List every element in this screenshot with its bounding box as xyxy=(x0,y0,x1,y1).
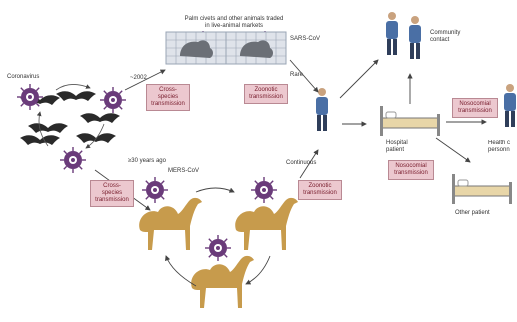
runner-icon xyxy=(386,12,398,55)
camel-icon xyxy=(139,197,202,250)
health-worker-icon xyxy=(504,84,516,127)
nosocomial-transmission-box: Nosocomial transmission xyxy=(452,98,498,118)
zoonotic-transmission-box: Zoonotic transmission xyxy=(244,84,288,104)
community-contact-label: Community contact xyxy=(430,30,461,43)
hospital-bed-icon xyxy=(379,105,441,137)
coronavirus-icon xyxy=(99,86,127,114)
continuous-label: Continuous xyxy=(286,160,317,166)
person-icon xyxy=(316,88,328,131)
years-ago-label: ≥30 years ago xyxy=(128,158,166,164)
rare-label: Rare xyxy=(290,72,304,78)
person-icon xyxy=(409,16,421,59)
nosocomial-transmission-box: Nosocomial transmission xyxy=(388,160,434,180)
hospital-bed-icon xyxy=(451,173,513,205)
hospital-patient-label: Hospital patient xyxy=(386,140,408,153)
camel-icon xyxy=(191,255,254,308)
bat-icon xyxy=(56,91,96,101)
year-2002-label: ~2002 xyxy=(130,75,147,81)
mers-cov-label: MERS-CoV xyxy=(168,168,200,174)
cage-icon xyxy=(165,31,227,65)
other-patient-label: Other patient xyxy=(455,210,490,216)
palm-civets-label: Palm civets and other animals traded in … xyxy=(184,16,284,29)
health-care-personnel-label: Health c personn xyxy=(488,140,511,153)
camel-icon xyxy=(235,197,298,250)
bat-icon xyxy=(80,113,120,123)
coronavirus-label: Coronavirus xyxy=(7,74,40,80)
sars-cov-label: SARS-CoV xyxy=(290,36,321,42)
cage-icon xyxy=(225,31,287,65)
coronavirus-icon xyxy=(59,146,87,174)
cross-species-transmission-box: Cross-species transmission xyxy=(90,180,134,207)
bat-icon xyxy=(28,123,68,133)
cross-species-transmission-box: Cross-species transmission xyxy=(146,84,190,111)
coronavirus-icon xyxy=(250,176,278,204)
zoonotic-transmission-box: Zoonotic transmission xyxy=(298,180,342,200)
coronavirus-icon xyxy=(204,234,232,262)
coronavirus-icon xyxy=(141,176,169,204)
bat-icon xyxy=(20,135,60,145)
coronavirus-icon xyxy=(16,83,44,111)
